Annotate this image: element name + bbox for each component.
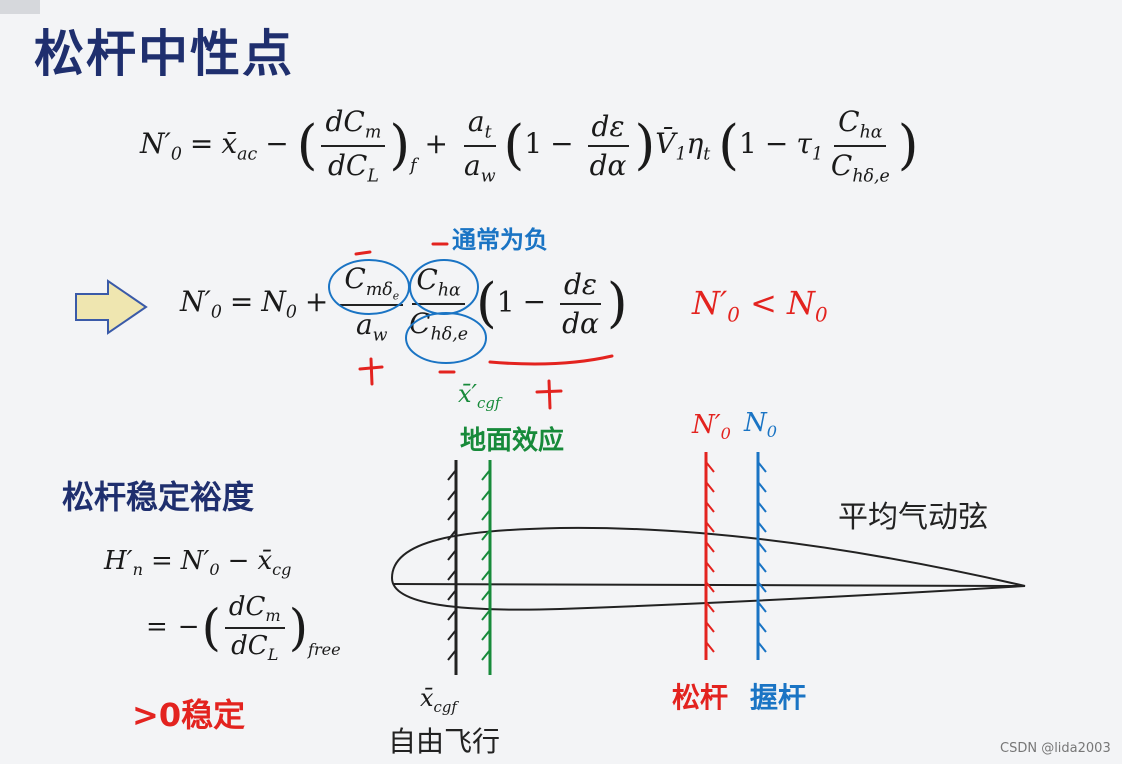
cg-free-flight-line (447, 460, 458, 675)
label-ground-effect: 地面效应 (460, 426, 565, 456)
positive-stable-note: >0稳定 (132, 696, 246, 734)
watermark-text: CSDN @lida2003 (1000, 741, 1111, 756)
minus-sign-mark (354, 250, 372, 256)
label-n0: N0 (744, 408, 777, 442)
airfoil-outline (390, 526, 1026, 611)
label-mac: 平均气动弦 (838, 500, 988, 535)
label-stick-fixed: 握杆 (750, 681, 807, 714)
label-xcgf-prime: x̄′cgf (458, 380, 501, 412)
corner-badge (0, 0, 40, 14)
underline-mark (488, 354, 614, 366)
stability-margin-title: 松杆稳定裕度 (62, 478, 255, 516)
circle-ch-alpha (409, 259, 479, 315)
note-usually-negative: 通常为负 (452, 226, 548, 254)
inequality-neutral-points: N′0 < N0 (692, 284, 828, 327)
stick-free-neutral-line (704, 452, 715, 660)
label-xcgf: x̄cgf (420, 684, 457, 716)
page-title: 松杆中性点 (34, 25, 294, 83)
label-free-flight: 自由飞行 (388, 725, 501, 758)
label-stick-free: 松杆 (672, 681, 729, 714)
label-n0-prime: N′0 (692, 410, 731, 444)
right-arrow-icon (75, 279, 148, 335)
stick-fixed-neutral-line (756, 452, 767, 660)
cg-ground-effect-line (481, 460, 492, 675)
circle-ch-delta (405, 312, 487, 364)
equation-margin-1: H′n=N′0−x̄cg (104, 546, 292, 580)
circle-cm-delta (328, 259, 410, 315)
